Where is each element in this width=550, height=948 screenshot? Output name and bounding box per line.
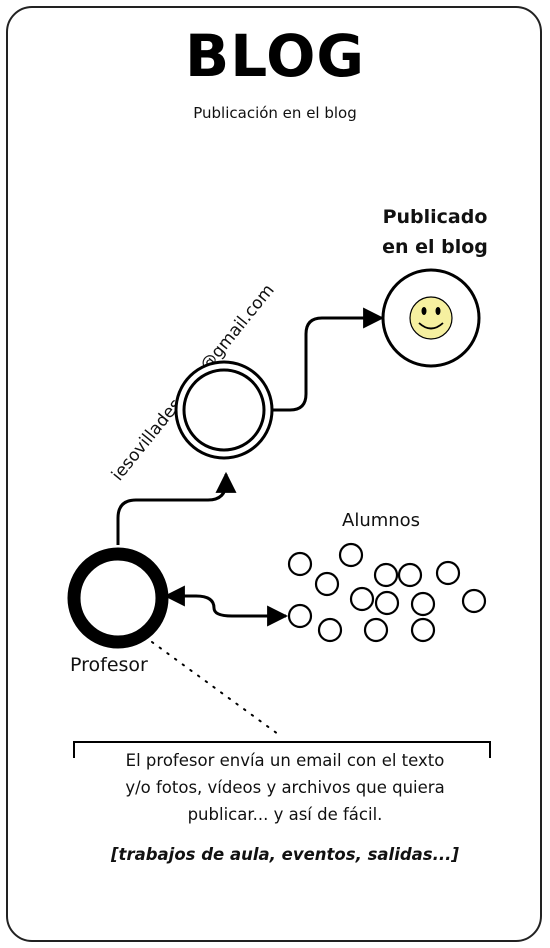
student-circle (374, 590, 400, 616)
examples-text: [trabajos de aula, eventos, salidas...] (111, 845, 459, 864)
teacher-to-email-arrow (116, 471, 237, 545)
student-circle (461, 588, 487, 614)
student-circle (287, 551, 313, 577)
student-circle (410, 591, 436, 617)
students-group (287, 542, 487, 643)
description-line-3: publicar... y así de fácil. (187, 805, 383, 824)
page-subtitle: Publicación en el blog (193, 104, 357, 122)
email-node-inner (182, 368, 266, 452)
student-circle (349, 586, 375, 612)
card-frame (6, 6, 542, 942)
page-title: BLOG (184, 22, 365, 90)
email-to-published-arrow (262, 307, 385, 412)
published-label: Publicado en el blog (360, 202, 510, 262)
teacher-students-arrow (163, 585, 289, 627)
student-circle (373, 562, 399, 588)
teacher-node (67, 547, 169, 649)
students-label: Alumnos (342, 510, 421, 531)
student-circle (287, 603, 313, 629)
student-circle (435, 560, 461, 586)
dotted-connector (151, 641, 279, 735)
teacher-label: Profesor (70, 654, 148, 676)
student-circle (317, 617, 343, 643)
description: El profesor envía un email con el texto … (80, 747, 490, 828)
description-line-2: y/o fotos, vídeos y archivos que quiera (125, 778, 445, 797)
student-circle (410, 617, 436, 643)
smiley-icon (409, 296, 453, 340)
student-circle (363, 617, 389, 643)
published-label-line-2: en el blog (382, 236, 488, 258)
description-bracket (73, 741, 491, 758)
student-circle (338, 542, 364, 568)
description-line-1: El profesor envía un email con el texto (125, 751, 445, 770)
published-label-line-1: Publicado (382, 206, 488, 228)
student-circle (314, 571, 340, 597)
student-circle (397, 562, 423, 588)
